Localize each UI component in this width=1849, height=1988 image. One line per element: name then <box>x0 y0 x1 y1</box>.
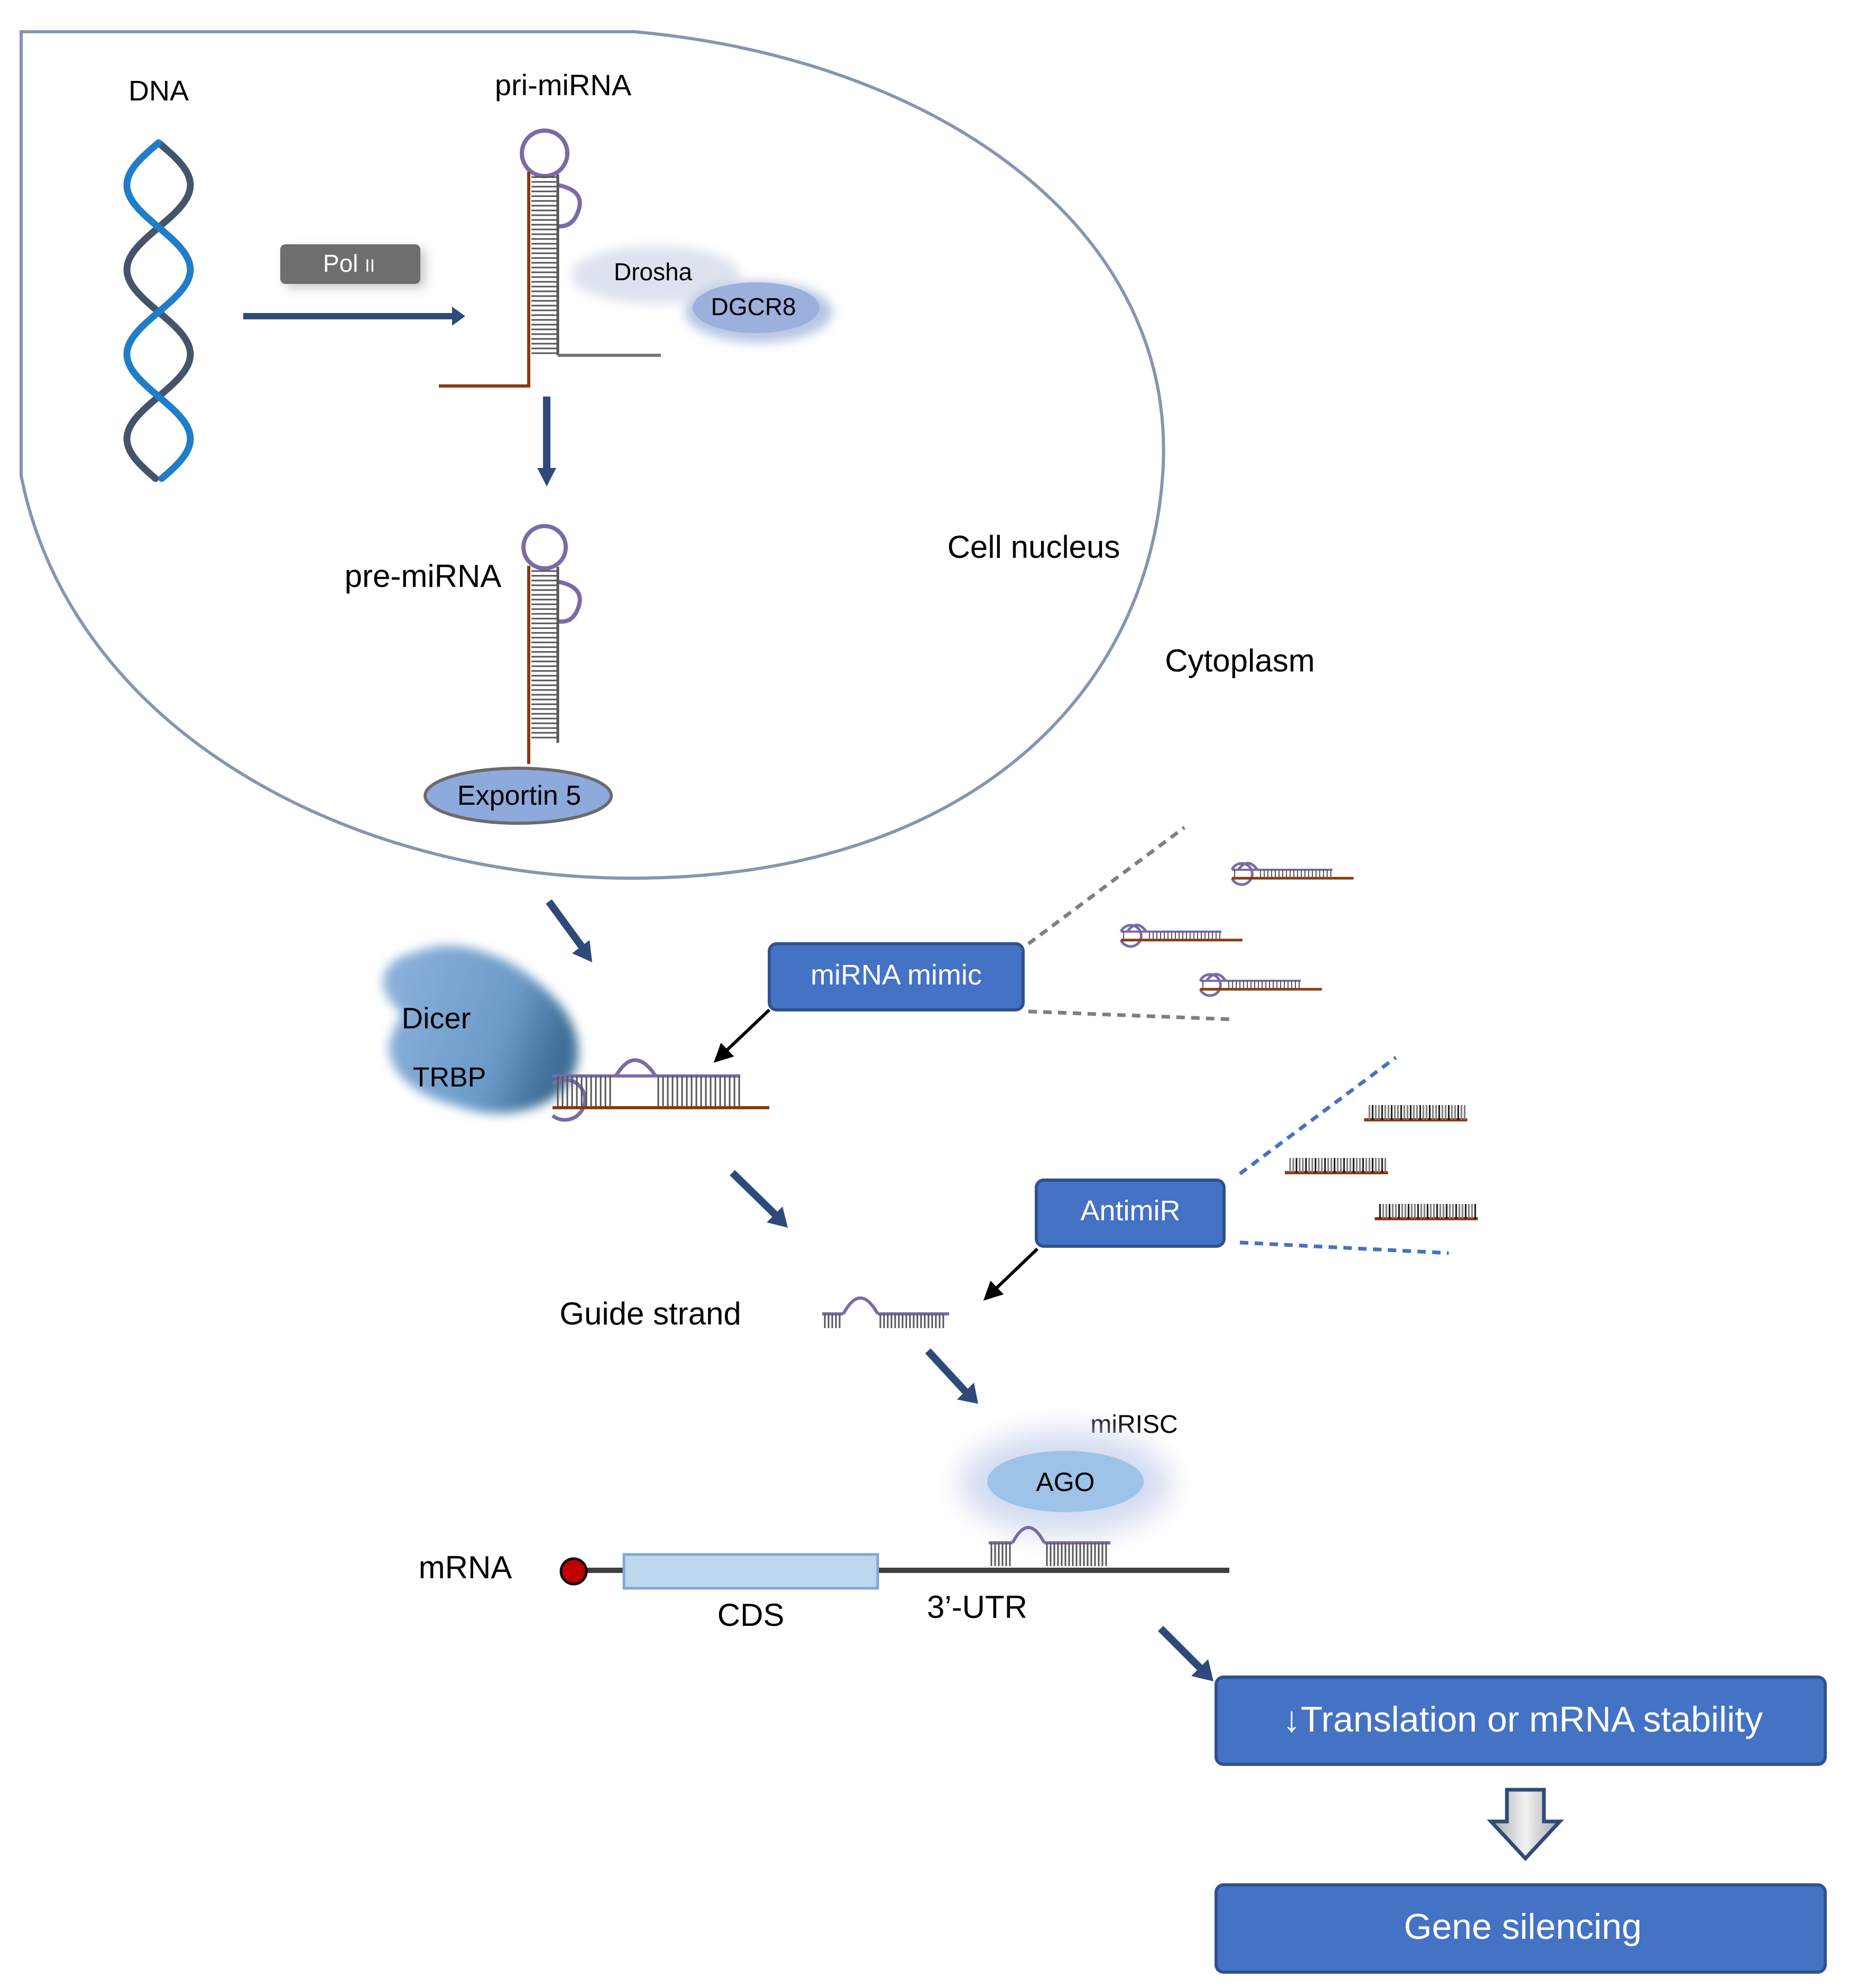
cds-region <box>622 1553 879 1590</box>
pre-mirna-label: pre-miRNA <box>345 558 502 594</box>
dicer-trbp-complex <box>383 945 578 1113</box>
processing-down-arrow <box>537 397 556 486</box>
mirisc-label: miRISC <box>1090 1411 1178 1439</box>
five-prime-cap <box>559 1557 588 1586</box>
exportin-label: Exportin 5 <box>457 780 581 811</box>
silencing-arrow <box>1158 1626 1213 1681</box>
guide-strand-label: Guide strand <box>559 1296 741 1331</box>
gene-silencing-box <box>1215 1883 1827 1974</box>
bound-guide-strand <box>989 1526 1110 1566</box>
pri-mirna-label: pri-miRNA <box>495 68 632 102</box>
antimir-zoom-line-top <box>1238 1056 1397 1175</box>
antimir-arrow <box>983 1247 1039 1301</box>
mrna-strand <box>559 1553 1229 1590</box>
pol-ii-box: Pol II <box>280 244 426 288</box>
antimir-molecules <box>1285 1105 1478 1220</box>
antimir-zoom-line-bottom <box>1239 1240 1449 1255</box>
cell-nucleus-boundary <box>20 30 1165 880</box>
pol-label: Pol <box>323 250 358 277</box>
mirna-mimic-label: miRNA mimic <box>811 959 982 991</box>
trbp-label: TRBP <box>413 1062 486 1093</box>
pri-mirna-hairpin <box>439 128 661 388</box>
translation-box <box>1215 1676 1827 1766</box>
mirna-mimic-molecules <box>1119 862 1354 997</box>
antimir-box <box>1035 1179 1226 1248</box>
mirna-mimic-box <box>768 942 1025 1011</box>
dgcr8-label: DGCR8 <box>711 293 796 320</box>
dna-label: DNA <box>128 75 189 107</box>
guide-strand <box>822 1296 949 1328</box>
dicer-label: Dicer <box>402 1001 471 1035</box>
export-arrow <box>546 899 592 962</box>
gene-silencing-label: Gene silencing <box>1404 1907 1642 1947</box>
drosha-label: Drosha <box>614 258 693 286</box>
mirisc-complex <box>960 1430 1171 1536</box>
ago-label: AGO <box>1036 1467 1094 1497</box>
mrna-label: mRNA <box>419 1550 512 1585</box>
dna-helix <box>123 139 194 482</box>
transcription-arrow <box>243 307 465 326</box>
exportin-5-protein <box>424 767 613 825</box>
utr-label: 3’-UTR <box>927 1589 1027 1625</box>
mimic-arrow <box>713 1008 771 1063</box>
outcome-down-arrow <box>1486 1788 1565 1862</box>
cell-nucleus-label: Cell nucleus <box>948 529 1120 565</box>
svg-text:Pol II: Pol II <box>323 250 375 277</box>
loading-arrow <box>925 1348 978 1404</box>
translation-label: ↓Translation or mRNA stability <box>1283 1699 1763 1740</box>
drosha-complex <box>571 246 833 343</box>
cds-label: CDS <box>717 1597 785 1633</box>
pre-mirna-hairpin <box>521 524 582 764</box>
dicer-duplex <box>551 1058 769 1122</box>
mimic-zoom-line-top <box>1027 826 1186 945</box>
dicing-arrow <box>730 1170 788 1228</box>
pol-numeral: II <box>365 256 375 276</box>
cytoplasm-label: Cytoplasm <box>1165 643 1314 678</box>
mimic-zoom-line-bottom <box>1028 1009 1232 1021</box>
antimir-label: AntimiR <box>1080 1195 1180 1227</box>
